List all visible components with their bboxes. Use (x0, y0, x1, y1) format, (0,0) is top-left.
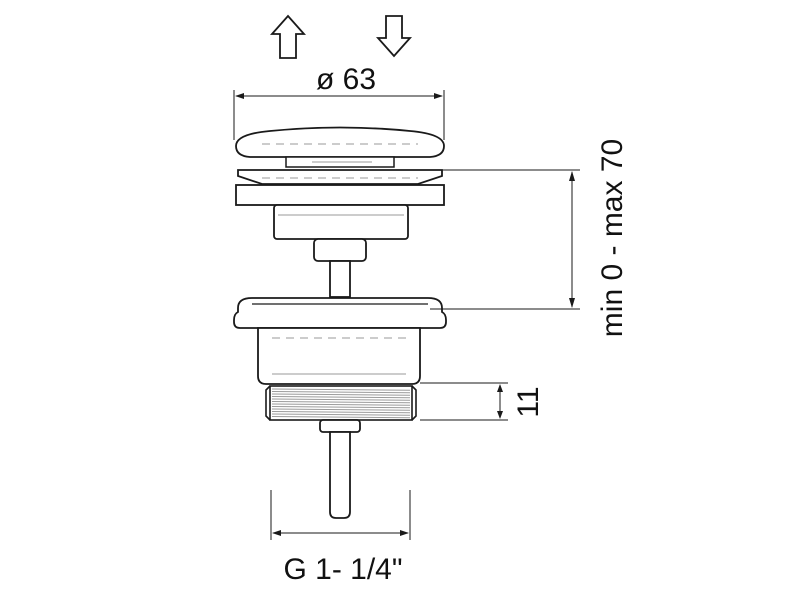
thread-size-label: G 1- 1/4" (283, 553, 402, 586)
upper-flange (235, 169, 445, 206)
lower-flange (233, 297, 447, 329)
lower-body (257, 327, 421, 385)
thread-line (271, 393, 411, 396)
cap (235, 126, 445, 158)
thread-height-label: 11 (512, 386, 545, 417)
thread (265, 385, 417, 421)
thread-height-dimension: 11 (420, 382, 545, 421)
thread-line (271, 388, 411, 391)
thread-size-dimension: G 1- 1/4" (270, 490, 411, 586)
upper-body (273, 204, 409, 240)
thread-line (271, 401, 411, 404)
cap-neck (285, 156, 395, 168)
thread-line (271, 416, 411, 419)
arrow-down-icon (375, 15, 413, 58)
height-range-label: min 0 - max 70 (596, 139, 629, 337)
thread-line (271, 411, 411, 414)
thread-line (271, 396, 411, 399)
bottom-rod (319, 419, 361, 519)
thread-line (271, 406, 411, 409)
thread-line (271, 403, 411, 406)
arrow-up-icon (269, 14, 307, 59)
height-range-dimension: min 0 - max 70 (430, 139, 629, 337)
stem (313, 238, 367, 298)
thread-line (271, 391, 411, 394)
thread-line (271, 413, 411, 416)
thread-line (271, 398, 411, 401)
thread-line (271, 408, 411, 411)
diameter-label: ø 63 (316, 63, 376, 96)
diameter-dimension: ø 63 (233, 63, 445, 140)
